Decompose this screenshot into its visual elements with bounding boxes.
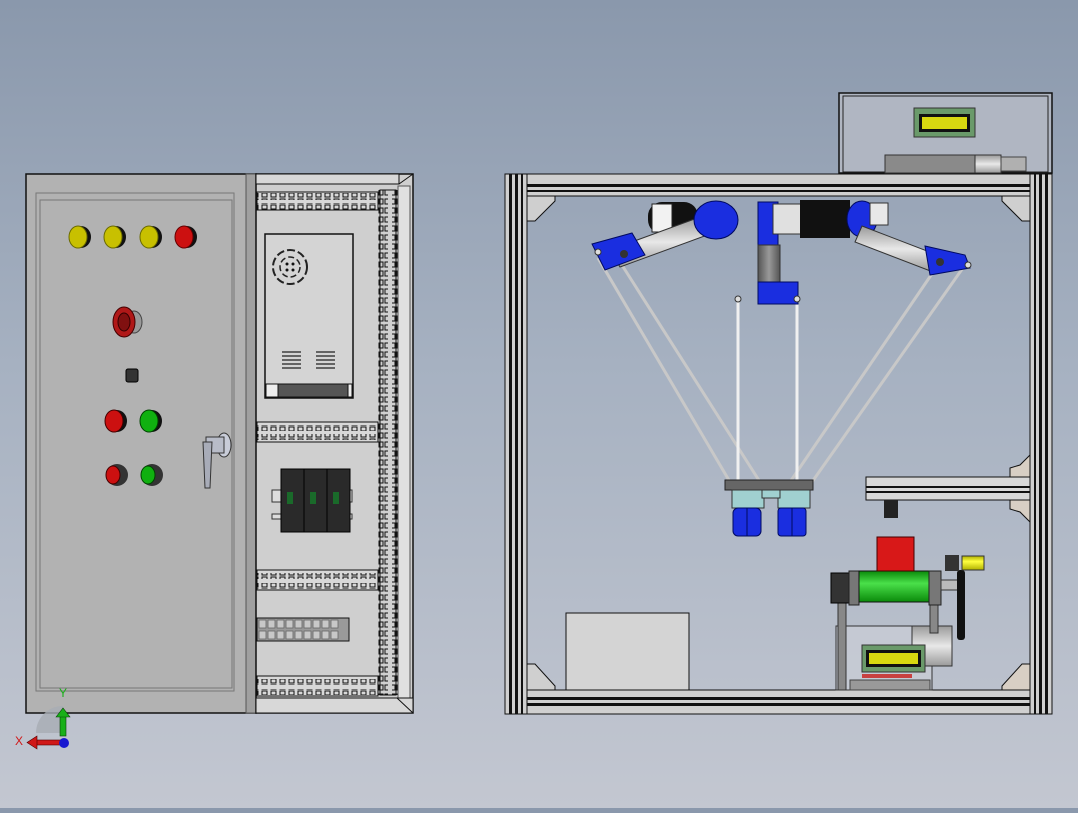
conveyor-roller-green	[858, 570, 930, 603]
coordinate-triad: Y X	[15, 686, 71, 750]
delta-robot-station[interactable]	[504, 92, 1053, 715]
delta-end-effector-gripper[interactable]	[724, 479, 814, 537]
x-axis-label: X	[15, 734, 23, 748]
x-axis-arrow	[26, 735, 65, 750]
indicator-light-yellow-3	[139, 225, 162, 249]
terminal-block	[256, 617, 350, 642]
push-button-green-2[interactable]	[140, 464, 163, 486]
y-axis-arrow	[55, 707, 71, 737]
circuit-breakers[interactable]	[271, 468, 353, 533]
indicator-light-yellow-1	[68, 225, 91, 249]
delta-robot-arms[interactable]	[591, 200, 972, 305]
y-axis-label: Y	[59, 686, 67, 700]
drive-motor-yellow	[945, 555, 985, 571]
power-supply[interactable]	[264, 233, 354, 399]
workpiece-red-block[interactable]	[876, 536, 915, 572]
top-control-box[interactable]	[838, 92, 1053, 174]
selector-switch[interactable]	[125, 368, 139, 383]
top-lcd-display	[913, 107, 976, 138]
conveyor-lcd-display	[861, 644, 926, 673]
emergency-stop-button[interactable]	[112, 306, 143, 338]
aluminum-frame	[504, 173, 1053, 715]
indicator-light-red	[174, 225, 197, 249]
push-button-red-2[interactable]	[105, 464, 128, 486]
indicator-light-yellow-2	[103, 225, 126, 249]
push-button-green-1[interactable]	[139, 409, 162, 433]
storage-box[interactable]	[565, 612, 690, 691]
control-cabinet[interactable]	[25, 173, 414, 714]
conveyor-assembly[interactable]	[830, 536, 985, 691]
z-axis-dot	[59, 738, 69, 748]
delta-parallel-links	[596, 257, 967, 483]
door-handle[interactable]	[202, 432, 232, 489]
push-button-red-1[interactable]	[104, 409, 127, 433]
